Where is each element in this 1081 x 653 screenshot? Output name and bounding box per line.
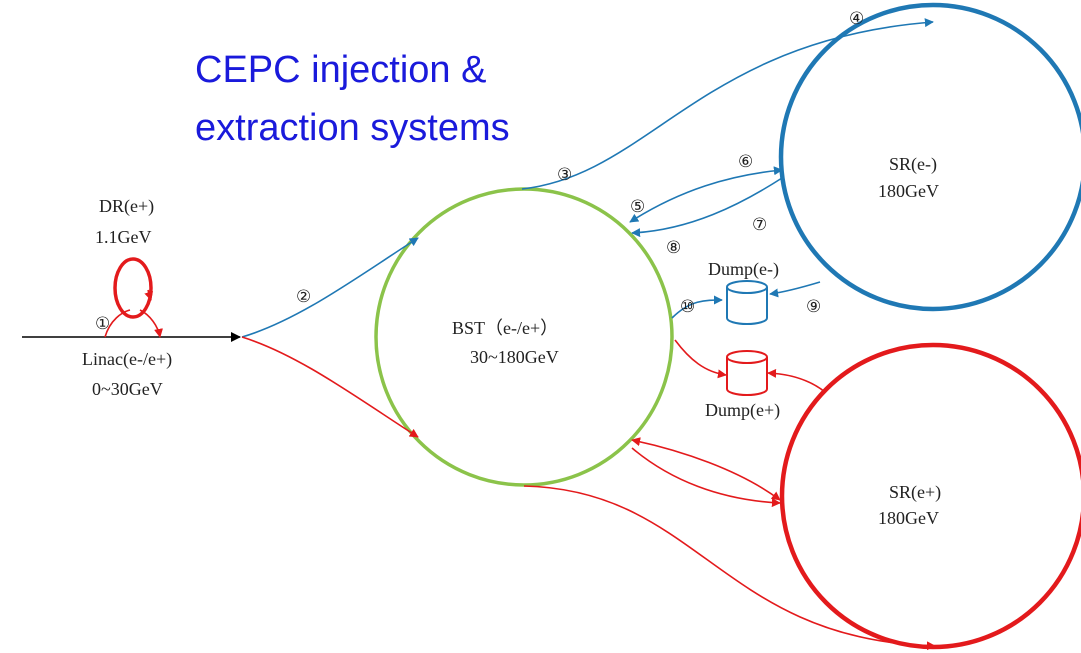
line-linac-booster-electron [241, 237, 419, 338]
dump-positron-icon [726, 350, 768, 396]
linac-energy: 0~30GeV [92, 379, 163, 399]
line-booster-sr-positron-lower [631, 447, 781, 508]
marker-1: ① [95, 314, 110, 333]
booster-energy: 30~180GeV [470, 347, 559, 367]
marker-5: ⑤ [630, 197, 645, 216]
booster-name: BST（e-/e+） [452, 318, 558, 338]
sr-positron-energy: 180GeV [878, 508, 939, 528]
sr-electron-ring [778, 2, 1081, 312]
line-booster-sr-electron-injection [521, 18, 934, 190]
line-booster-sr-positron-upper [631, 437, 781, 501]
dump-electron-label: Dump(e-) [708, 259, 779, 280]
marker-6: ⑥ [738, 152, 753, 171]
dump-positron-label: Dump(e+) [705, 400, 780, 421]
linac-name: Linac(e-/e+) [82, 349, 172, 370]
sr-electron-energy: 180GeV [878, 181, 939, 201]
title-line-2: extraction systems [195, 107, 510, 149]
marker-7: ⑦ [752, 215, 767, 234]
damping-ring [104, 257, 163, 338]
dr-name: DR(e+) [99, 196, 154, 217]
marker-8: ⑧ [666, 238, 681, 257]
marker-10: ⑩ [680, 297, 695, 316]
marker-2: ② [296, 287, 311, 306]
line-booster-dump-electron [671, 295, 723, 319]
line-booster-sr-electron-lower [631, 177, 783, 238]
line-booster-sr-electron-upper [629, 166, 783, 223]
line-booster-dump-positron [674, 339, 727, 379]
dr-energy: 1.1GeV [95, 227, 152, 247]
marker-4: ④ [849, 9, 864, 28]
line-sr-positron-dump [767, 368, 826, 393]
sr-positron-name: SR(e+) [889, 482, 941, 503]
sr-electron-name: SR(e-) [889, 154, 937, 175]
line-linac-booster-positron [241, 336, 419, 438]
line-sr-electron-dump [769, 281, 821, 298]
line-booster-sr-positron-injection [523, 485, 936, 651]
dump-electron-icon [726, 280, 768, 325]
marker-9: ⑨ [806, 297, 821, 316]
marker-3: ③ [557, 165, 572, 184]
title-line-1: CEPC injection & [195, 49, 486, 91]
